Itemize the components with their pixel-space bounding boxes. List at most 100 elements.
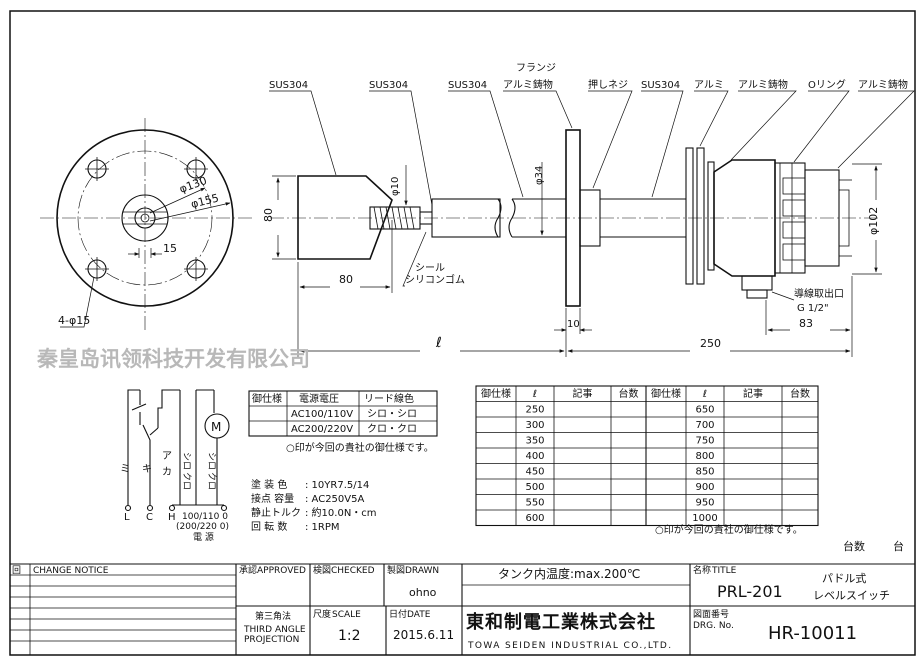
label-conduit-line2: G 1/2"	[797, 303, 829, 314]
wire-label-mi: ミ	[120, 464, 130, 475]
tb-drawn-code: 製図	[387, 564, 405, 576]
sheet-border	[9, 10, 916, 656]
side-view: 80 80 φ10 φ34 10 φ102 83	[262, 62, 915, 357]
tb-title-code: 名称	[693, 564, 711, 576]
tb-title-line1: パドル式	[822, 572, 866, 585]
length-table-header: 台数	[619, 387, 639, 400]
vtable-row2-voltage: AC200/220V	[291, 424, 353, 435]
label-seal-line1: シール	[415, 263, 445, 274]
dim-paddle-height: 80	[262, 208, 275, 222]
label-sus304-upper: SUS304	[641, 80, 680, 91]
wire-label-kuro-2: クロ	[206, 472, 217, 490]
label-aluminum: アルミ	[694, 80, 724, 91]
dim-shaft-dia: φ10	[390, 177, 401, 196]
tb-title-model: PRL-201	[717, 582, 783, 601]
length-cell: 250	[525, 405, 544, 416]
housing-head	[713, 159, 776, 277]
voltage-line2: (200/220 0)	[176, 522, 229, 532]
label-o-ring: Oリング	[808, 78, 846, 91]
vtable-header-lead: リード線色	[364, 392, 414, 405]
length-cell: 450	[525, 467, 544, 478]
tb-projection-line1: THIRD ANGLE	[243, 625, 306, 635]
spec-value-paint: : 10YR7.5/14	[305, 480, 369, 491]
label-press-screw: 押しネジ	[588, 78, 628, 91]
length-cell: 550	[525, 498, 544, 509]
wire-label-kuro-1: クロ	[181, 472, 192, 490]
dim-flange-thickness: 10	[567, 319, 580, 330]
terminal-h: H	[168, 512, 176, 523]
spec-label-speed: 回 転 数	[251, 520, 287, 533]
wire-label-a: ア	[162, 451, 172, 462]
tb-approved: APPROVED	[257, 566, 306, 576]
power-label: 電 源	[193, 532, 214, 543]
length-cell: 300	[525, 420, 544, 431]
dim-head-width: 83	[799, 317, 813, 330]
tb-change-code: 回	[12, 565, 21, 576]
vtable-note: ○印が今回の貴社の御仕様です。	[286, 441, 434, 454]
tb-projection-jp: 第三角法	[255, 610, 291, 622]
dim-15: 15	[163, 242, 177, 255]
tb-scale-label: SCALE	[332, 610, 361, 620]
label-seal-line2: シリコンゴム	[405, 273, 465, 286]
terminal-c: C	[146, 512, 153, 523]
tb-drawn-by: ohno	[409, 586, 437, 599]
shaft	[369, 206, 421, 230]
vtable-header-spec: 御仕様	[252, 392, 282, 405]
length-table-header: 台数	[790, 387, 810, 400]
spec-label-paint: 塗 装 色	[251, 478, 287, 491]
bolt-holes	[85, 157, 208, 281]
label-flange-line1: フランジ	[516, 62, 556, 74]
length-table-header: ℓ	[703, 389, 707, 400]
tube-section-1	[431, 198, 501, 238]
label-sus304-tube: SUS304	[448, 80, 487, 91]
length-table-header: ℓ	[533, 389, 537, 400]
tb-change-notice: CHANGE NOTICE	[33, 566, 109, 576]
length-cell: 400	[525, 451, 544, 462]
spec-value-torque: : 約10.0N・cm	[305, 506, 377, 519]
tb-date-code: 日付	[389, 609, 407, 620]
title-block: 回 CHANGE NOTICE 承認 APPROVED 検図 CHECKED 製…	[10, 563, 915, 655]
wire-label-shiro-1: シロ	[181, 452, 191, 470]
tb-scale-code: 尺度	[313, 608, 331, 620]
spec-label-torque: 静止トルク	[251, 506, 301, 519]
tb-company-en: TOWA SEIDEN INDUSTRIAL CO.,LTD.	[467, 641, 673, 651]
voltage-line1: 100/110 0	[182, 512, 228, 522]
dim-head-dia: φ102	[867, 207, 880, 235]
spec-label-contact: 接点 容量	[251, 492, 294, 505]
wiring-diagram: M ミ キ ア カ シロ クロ シロ クロ L C H 100/110 0 (2…	[120, 389, 230, 543]
tb-checked-code: 検図	[313, 564, 331, 576]
length-cell: 650	[695, 405, 714, 416]
length-cell: 750	[695, 436, 714, 447]
length-table-note: ○印が今回の貴社の御仕様です。	[655, 523, 803, 536]
length-table-header: 御仕様	[651, 387, 681, 400]
label-conduit-line1: 導線取出口	[794, 287, 844, 300]
tb-checked: CHECKED	[331, 566, 375, 576]
label-aluminum-cast-2: アルミ鋳物	[858, 78, 908, 91]
vtable-row2-lead: クロ・クロ	[367, 423, 417, 435]
tb-drg-no: HR-10011	[768, 623, 857, 644]
length-cell: 950	[695, 498, 714, 509]
length-cell: 700	[695, 420, 714, 431]
terminal-l: L	[124, 512, 130, 523]
dim-phi155: φ155	[190, 191, 221, 210]
tb-drg-code: 図面番号	[693, 608, 729, 620]
watermark-text: 秦皇岛讯领科技开发有限公司	[36, 347, 310, 371]
wire-label-ka: カ	[162, 466, 172, 478]
wire-label-ki: キ	[142, 464, 152, 475]
dim-overall-250: 250	[700, 337, 721, 350]
voltage-spec-table: 御仕様 電源電圧 リード線色 AC100/110V シロ・シロ AC200/22…	[248, 390, 438, 454]
dim-holes: 4-φ15	[58, 314, 90, 327]
tb-drawn: DRAWN	[405, 566, 439, 576]
label-sus304-shaft: SUS304	[369, 80, 408, 91]
tb-tank-temp: タンク内温度:max.200℃	[498, 566, 640, 581]
motor-symbol: M	[211, 420, 221, 434]
wire-label-shiro-2: シロ	[206, 452, 216, 470]
tb-date-label: DATE	[407, 610, 431, 620]
tb-company-jp: 東和制電工業株式会社	[466, 611, 656, 633]
length-cell: 500	[525, 482, 544, 493]
tb-drg-label: DRG. No.	[693, 621, 734, 631]
vtable-row1-voltage: AC100/110V	[291, 409, 353, 420]
spec-list: 塗 装 色 : 10YR7.5/14 接点 容量 : AC250V5A 静止トル…	[251, 478, 377, 533]
